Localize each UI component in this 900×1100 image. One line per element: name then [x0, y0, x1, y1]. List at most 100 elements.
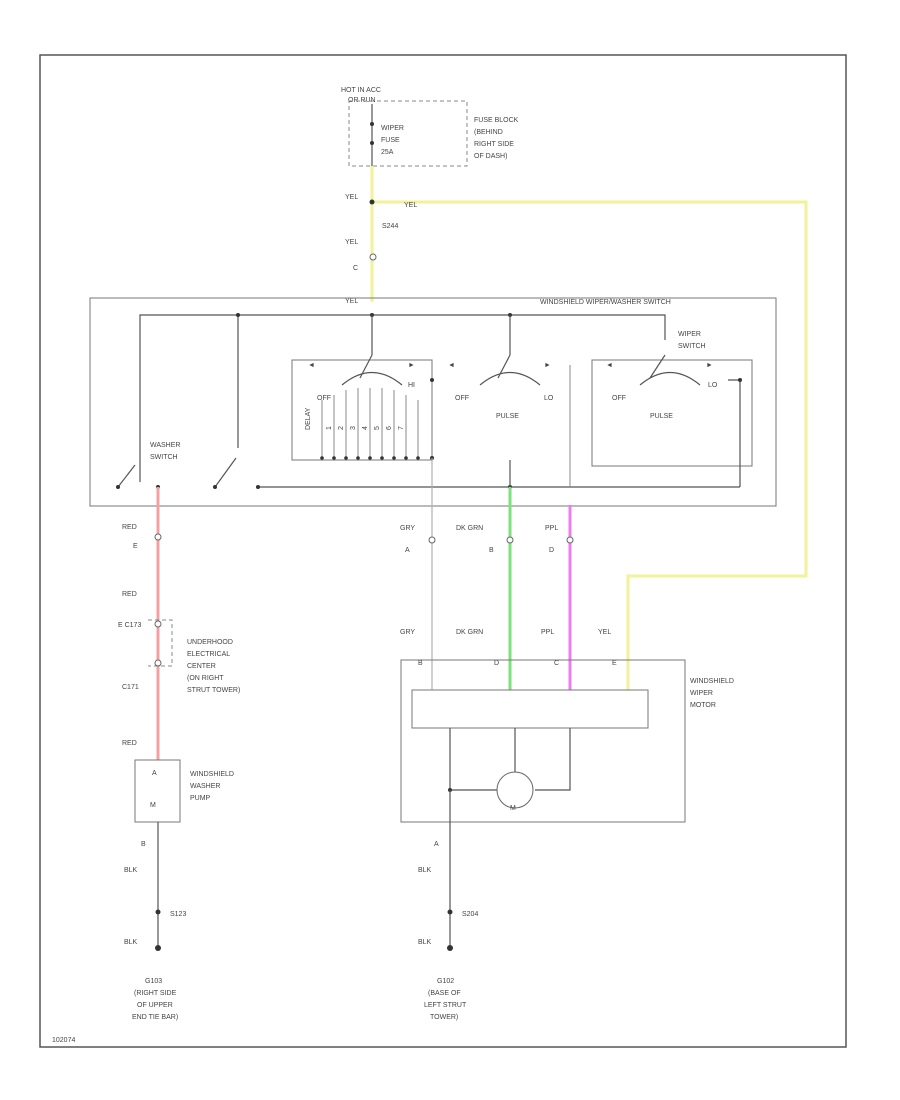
ppl-label-1: PPL: [545, 525, 558, 532]
pulse-label-2: PULSE: [650, 413, 673, 420]
fuse-name: WIPER: [381, 125, 404, 132]
switch-assembly-title: WINDSHIELD WIPER/WASHER SWITCH: [540, 299, 671, 306]
fuse-terminal-bottom: [370, 141, 374, 145]
wiper-motor-label-1: WINDSHIELD: [690, 678, 734, 685]
wiper-motor-label-3: MOTOR: [690, 702, 716, 709]
washer-switch-label-2: SWITCH: [150, 454, 178, 461]
underhood-label-3: CENTER: [187, 663, 216, 670]
washer-switch-label-1: WASHER: [150, 442, 180, 449]
delay-out-dot: [430, 378, 434, 382]
wiper-switch-label-1: WIPER: [678, 331, 701, 338]
wiper-switch-return: [728, 379, 741, 487]
wiper-motor-module: [411, 689, 649, 729]
underhood-label-2: ELECTRICAL: [187, 651, 230, 658]
splice-s123: [155, 909, 161, 915]
splice-s244-label: S244: [382, 223, 398, 230]
washer-contact-dot-3: [213, 485, 217, 489]
lo-marker-2: ►: [544, 362, 551, 369]
connector-b-pin: [506, 536, 514, 544]
connector-a-pin: [428, 536, 436, 544]
washer-pump-label-2: WASHER: [190, 783, 220, 790]
fuse-location-3: RIGHT SIDE: [474, 141, 514, 148]
delay-label-4: 4: [362, 426, 369, 430]
c173-label: E C173: [118, 622, 141, 629]
g102-label-4: TOWER): [430, 1014, 458, 1021]
pulse-switch-wiper-1: [497, 354, 511, 379]
delay-label-3: 3: [350, 426, 357, 430]
connector-c-label: C: [353, 265, 358, 272]
wiper-switch-box: [591, 359, 753, 467]
yel-motor-label: YEL: [598, 629, 611, 636]
c171-label: C171: [122, 684, 139, 691]
dkgrn-label-2: DK GRN: [456, 629, 483, 636]
washer-blk-label-2: BLK: [124, 939, 138, 946]
fuse-location-2: (BEHIND: [474, 129, 503, 136]
wiper-washer-switch-box: [89, 297, 777, 507]
red-label-2: RED: [122, 591, 137, 598]
yel-branch-label: YEL: [404, 202, 417, 209]
hi-marker-2: ◄: [448, 362, 455, 369]
connector-d-label: D: [549, 547, 554, 554]
splice-s123-label: S123: [170, 911, 186, 918]
wiper-switch-label-2: SWITCH: [678, 343, 706, 350]
underhood-label-4: (ON RIGHT: [187, 675, 224, 682]
diagram-frame: [39, 54, 847, 1048]
g103-label-1: G103: [145, 978, 162, 985]
washer-switch-contact-left: [117, 464, 136, 488]
lo-marker-1: ►: [408, 362, 415, 369]
g103-label-4: END TIE BAR): [132, 1014, 178, 1021]
park-return-dot: [256, 485, 260, 489]
connector-c-pin: [369, 253, 377, 261]
c173-pin: [154, 620, 162, 628]
or-run-label: OR RUN: [348, 97, 376, 104]
ppl-label-2: PPL: [541, 629, 554, 636]
motor-blk-label-2: BLK: [418, 939, 432, 946]
delay-switch-wiper: [359, 354, 373, 379]
connector-e-pin: [154, 533, 162, 541]
delay-switch-box: [291, 359, 433, 461]
g102-label-2: (BASE OF: [428, 990, 461, 997]
yel-label-2: YEL: [345, 239, 358, 246]
delay-contact-lines: [321, 388, 419, 460]
underhood-center-outline: [148, 619, 173, 667]
washer-blk-label-1: BLK: [124, 867, 138, 874]
yel-feed-wire: [370, 166, 808, 660]
wiper-motor-symbol: [496, 771, 534, 809]
pulse-switch-arc-1: [479, 372, 541, 386]
delay-bottom-dots: [320, 456, 420, 460]
motor-pin-d: D: [494, 660, 499, 667]
g103-label-3: OF UPPER: [137, 1002, 173, 1009]
gry-label-1: GRY: [400, 525, 415, 532]
wiper-switch-arc: [639, 372, 701, 386]
wiper-motor-box: [400, 659, 686, 823]
lo-label-1: LO: [544, 395, 554, 402]
delay-label-1: 1: [326, 426, 333, 430]
delay-switch-arc: [341, 372, 403, 386]
ground-g103: [155, 945, 161, 951]
g102-label-1: G102: [437, 978, 454, 985]
hi-marker-3: ◄: [606, 362, 613, 369]
delay-label-0: DELAY: [305, 407, 312, 430]
motor-pin-b: B: [418, 660, 423, 667]
splice-s204: [447, 909, 453, 915]
off-label-3: OFF: [612, 395, 626, 402]
fuse-location-4: OF DASH): [474, 153, 507, 160]
washer-pump-pin-a: A: [152, 770, 157, 777]
yel-label-1: YEL: [345, 194, 358, 201]
g103-label-2: (RIGHT SIDE: [134, 990, 177, 997]
motor-internal-right: [535, 728, 571, 791]
wiper-motor-letter: M: [510, 805, 516, 812]
lo-label-2: LO: [708, 382, 718, 389]
fuse-block-outline: [348, 100, 468, 167]
motor-conn-a: A: [434, 841, 439, 848]
yel-label-3: YEL: [345, 298, 358, 305]
washer-contact-dot-1: [116, 485, 120, 489]
washer-pump-motor: M: [150, 802, 156, 809]
connector-b-label: B: [489, 547, 494, 554]
splice-s204-label: S204: [462, 911, 478, 918]
lo-marker-3: ►: [706, 362, 713, 369]
hi-marker-1: ◄: [308, 362, 315, 369]
gry-label-2: GRY: [400, 629, 415, 636]
dkgrn-label-1: DK GRN: [456, 525, 483, 532]
fuse-amp: 25A: [381, 149, 394, 156]
